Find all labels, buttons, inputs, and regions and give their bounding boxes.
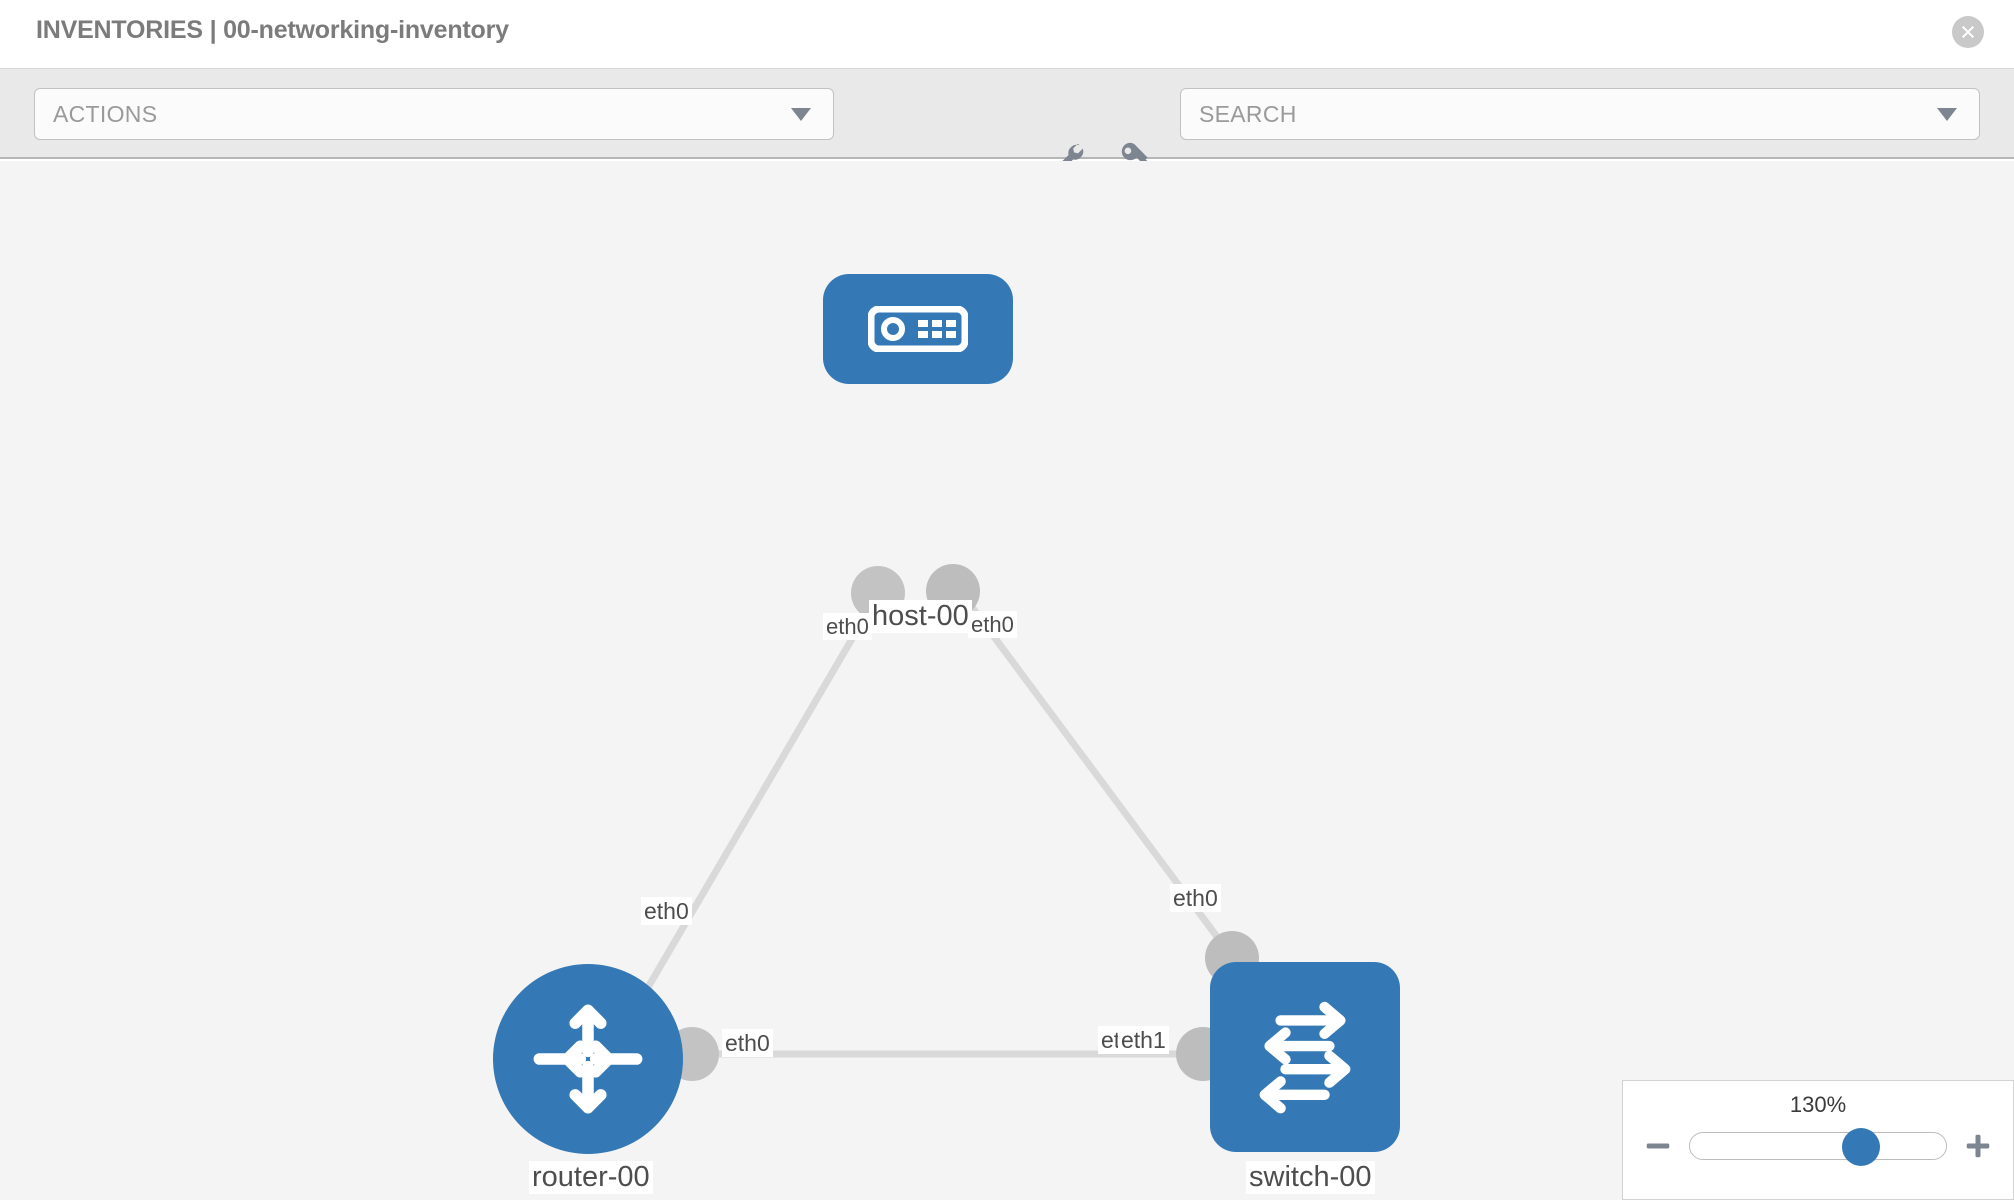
topology-canvas[interactable]: eth0 eth0 eth0 eth0 eth0 eth1 eth1 host-… <box>0 161 2014 1200</box>
edge-label-host-left: eth0 <box>823 613 872 641</box>
actions-dropdown-label: ACTIONS <box>53 100 158 127</box>
node-label-host: host-00 <box>869 600 972 634</box>
minus-icon[interactable] <box>1641 1129 1675 1163</box>
edge-label-host-right: eth0 <box>968 611 1017 639</box>
search-input[interactable]: SEARCH <box>1180 88 1980 140</box>
router-icon <box>533 1004 643 1114</box>
zoom-slider-thumb[interactable] <box>1842 1128 1880 1166</box>
search-placeholder: SEARCH <box>1199 100 1297 127</box>
edge-label-router-right: eth0 <box>722 1029 773 1058</box>
node-host-00[interactable] <box>823 274 1013 384</box>
node-switch-00[interactable] <box>1210 962 1400 1152</box>
server-icon <box>868 306 968 352</box>
chevron-down-icon <box>791 107 811 121</box>
zoom-level-value: 130% <box>1789 1092 1847 1117</box>
actions-dropdown[interactable]: ACTIONS <box>34 88 834 140</box>
page-title: INVENTORIES | 00-networking-inventory <box>36 16 509 44</box>
zoom-slider[interactable] <box>1689 1128 1947 1166</box>
zoom-panel: 130% <box>1622 1080 2014 1200</box>
window-header: INVENTORIES | 00-networking-inventory <box>0 0 2014 69</box>
close-icon[interactable] <box>1952 16 1984 48</box>
switch-icon <box>1259 1001 1351 1114</box>
chevron-down-icon <box>1937 107 1957 121</box>
zoom-controls <box>1623 1128 2013 1166</box>
edge-label-switch-upper: eth0 <box>1170 884 1221 913</box>
edge-label-router-upper: eth0 <box>641 897 692 926</box>
key-icon[interactable] <box>1114 135 1158 179</box>
node-label-router: router-00 <box>529 1161 653 1195</box>
node-router-00[interactable] <box>493 964 683 1154</box>
link-host-router[interactable] <box>636 589 884 1003</box>
node-label-switch: switch-00 <box>1246 1161 1375 1195</box>
edge-label-switch-left: eth1 <box>1118 1026 1169 1055</box>
toolbar: ACTIONS SEARCH <box>0 69 2014 176</box>
plus-icon[interactable] <box>1961 1129 1995 1163</box>
